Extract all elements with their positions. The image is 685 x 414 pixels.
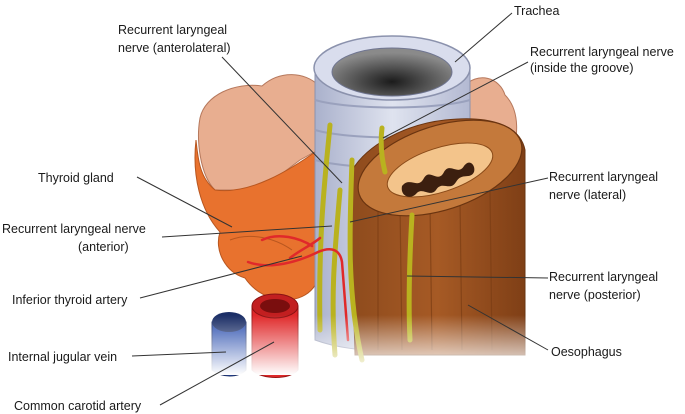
label-rln-anterior-2: (anterior)	[78, 240, 129, 254]
label-rln-anterior-1: Recurrent laryngeal nerve	[2, 222, 146, 236]
leader-lines	[131, 12, 549, 406]
label-rln-anterolateral-2: nerve (anterolateral)	[118, 41, 231, 55]
label-rln-anterolateral-1: Recurrent laryngeal	[118, 23, 227, 37]
label-rln-posterior-1: Recurrent laryngeal	[549, 270, 658, 284]
label-rln-groove-1: Recurrent laryngeal nerve	[530, 45, 674, 59]
label-inferior-thyroid-artery: Inferior thyroid artery	[12, 293, 128, 307]
label-oesophagus: Oesophagus	[551, 345, 622, 359]
label-thyroid-gland: Thyroid gland	[38, 171, 114, 185]
labels: Trachea Recurrent laryngeal nerve (anter…	[2, 4, 674, 413]
label-rln-lateral-1: Recurrent laryngeal	[549, 170, 658, 184]
oesophagus	[349, 118, 526, 356]
label-trachea: Trachea	[514, 4, 559, 18]
label-rln-lateral-2: nerve (lateral)	[549, 188, 626, 202]
label-rln-groove-2: (inside the groove)	[530, 61, 634, 75]
label-internal-jugular-vein: Internal jugular vein	[8, 350, 117, 364]
label-rln-posterior-2: nerve (posterior)	[549, 288, 641, 302]
label-common-carotid-artery: Common carotid artery	[14, 399, 142, 413]
bottom-fade	[150, 315, 550, 375]
inferior-thyroid-artery	[246, 235, 350, 342]
